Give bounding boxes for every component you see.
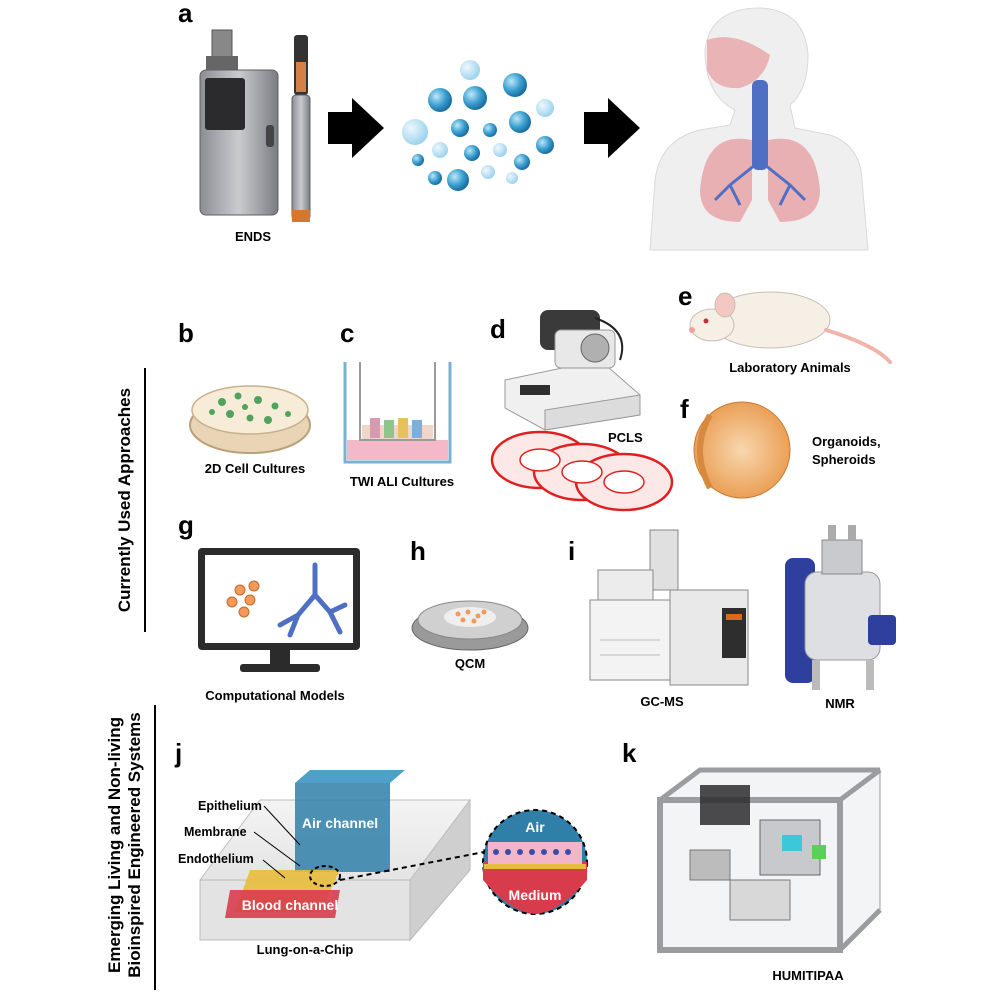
nmr-instrument — [785, 525, 896, 690]
ends-label: ENDS — [235, 229, 271, 244]
lung-on-a-chip-device — [199, 770, 471, 942]
air-channel — [295, 783, 390, 872]
transwell-insert — [359, 362, 436, 441]
particle-model-icon — [226, 580, 260, 618]
zoom-region — [309, 865, 341, 887]
blood-channel — [225, 890, 340, 918]
panel-letter-i: i — [568, 536, 575, 566]
mouse-icon — [689, 291, 892, 364]
zoom-connector — [339, 851, 485, 881]
aerosol-droplets — [402, 60, 554, 191]
caption-spheroids: Spheroids — [812, 452, 876, 467]
panel-j: j Air channel Blood channel Epithelium M… — [174, 738, 588, 957]
caption-2d-cell-cultures: 2D Cell Cultures — [205, 461, 305, 476]
side-label-emerging-line1: Emerging Living and Non-living — [105, 717, 124, 973]
gc-ms-instrument — [589, 529, 749, 686]
panel-letter-b: b — [178, 318, 194, 348]
panel-f: f Organoids, Spheroids — [680, 394, 881, 499]
label-blood-channel: Blood channel — [242, 897, 338, 913]
airway-model-icon — [277, 562, 348, 638]
panel-letter-d: d — [490, 314, 506, 344]
panel-letter-j: j — [174, 738, 182, 768]
deposited-particles — [455, 609, 487, 624]
human-respiratory-system — [649, 7, 869, 251]
panel-b: b 2D Cell Cultures — [178, 318, 311, 476]
caption-computational-models: Computational Models — [205, 688, 344, 703]
pcls-tissue-slices — [490, 430, 674, 512]
leader-endothelium — [262, 859, 286, 879]
ends-box-mod-device — [199, 29, 279, 216]
panel-c: c TWI ALI Cultures — [340, 318, 454, 489]
caption-pcls: PCLS — [608, 430, 643, 445]
leader-membrane — [253, 831, 301, 867]
caption-lung-on-a-chip: Lung-on-a-Chip — [257, 942, 354, 957]
panel-letter-c: c — [340, 318, 354, 348]
panel-letter-g: g — [178, 510, 194, 540]
label-epithelium: Epithelium — [198, 799, 262, 813]
ali-cell-layer — [362, 418, 433, 439]
side-label-current: Currently Used Approaches — [115, 388, 134, 612]
cell-colony — [209, 392, 291, 424]
panel-letter-a: a — [178, 0, 193, 28]
label-air-channel: Air channel — [302, 815, 378, 831]
panel-letter-k: k — [622, 738, 637, 768]
leader-epithelium — [263, 805, 301, 846]
organoid-sphere — [693, 401, 791, 499]
zoom-inset — [482, 809, 588, 915]
arrow-icon — [328, 98, 384, 158]
panel-h: h QCM — [410, 536, 529, 671]
label-zoom-air: Air — [525, 819, 545, 835]
side-label-emerging-line2: Bioinspired Engineered Systems — [125, 712, 144, 977]
caption-twi-ali-cultures: TWI ALI Cultures — [350, 474, 454, 489]
panel-k: k HUMITIPAA — [622, 738, 882, 983]
caption-gc-ms: GC-MS — [640, 694, 684, 709]
arrow-icon — [584, 98, 640, 158]
panel-letter-h: h — [410, 536, 426, 566]
panel-letter-e: e — [678, 281, 692, 311]
panel-a: a ENDS — [178, 0, 869, 251]
panel-letter-f: f — [680, 394, 689, 424]
label-membrane: Membrane — [184, 825, 247, 839]
caption-laboratory-animals: Laboratory Animals — [729, 360, 851, 375]
panel-e: e Laboratory Animals — [678, 281, 892, 375]
label-zoom-medium: Medium — [509, 887, 562, 903]
vibratome-instrument — [504, 310, 641, 431]
label-endothelium: Endothelium — [178, 852, 254, 866]
transwell-outer — [343, 362, 452, 464]
humitipaa-device — [657, 767, 882, 953]
caption-humitipaa: HUMITIPAA — [772, 968, 844, 983]
panel-d: d PCLS — [490, 310, 674, 512]
panel-i: i GC-MS NMR — [568, 525, 896, 711]
panel-g: g Computational Models — [178, 510, 360, 703]
ends-pen-device — [291, 35, 311, 222]
caption-nmr: NMR — [825, 696, 855, 711]
caption-qcm: QCM — [455, 656, 485, 671]
caption-organoids: Organoids, — [812, 434, 881, 449]
